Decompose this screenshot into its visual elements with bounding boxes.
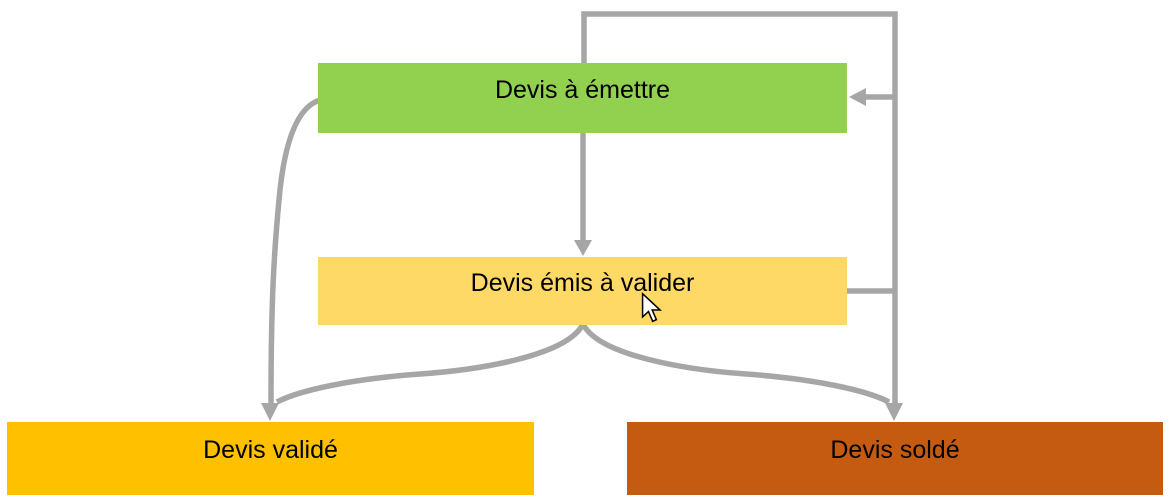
- node-devis-valide-label: Devis validé: [203, 436, 338, 464]
- edge-emettre-to-valide: [268, 97, 322, 404]
- node-devis-a-emettre[interactable]: Devis à émettre: [318, 63, 847, 133]
- node-devis-emis-a-valider[interactable]: Devis émis à valider: [318, 257, 847, 325]
- node-devis-emis-a-valider-label: Devis émis à valider: [470, 268, 695, 297]
- arrowhead-into-solde-icon: [885, 403, 903, 421]
- node-devis-valide[interactable]: Devis validé: [7, 422, 534, 495]
- node-devis-a-emettre-label: Devis à émettre: [494, 75, 671, 104]
- node-devis-solde[interactable]: Devis soldé: [627, 422, 1163, 495]
- arrowhead-into-emettre-icon: [849, 88, 866, 106]
- arrowhead-into-valide-icon: [261, 403, 279, 421]
- arrowhead-into-valider-icon: [574, 240, 592, 256]
- node-devis-solde-label: Devis soldé: [830, 436, 960, 464]
- edge-valider-to-valide: [275, 322, 586, 405]
- edge-emettre-loop-to-solde: [581, 11, 898, 404]
- edge-valider-to-solde: [580, 322, 891, 405]
